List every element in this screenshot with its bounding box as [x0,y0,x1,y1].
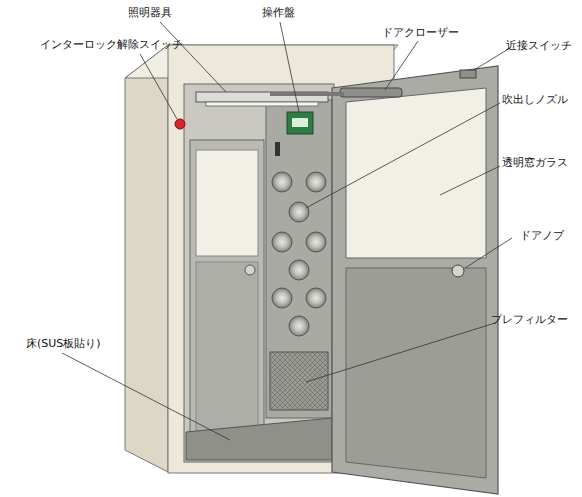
callout-label: 透明窓ガラス [502,156,568,169]
callout-label: インターロック解除スイッチ [40,38,183,51]
callout-label: 床(SUS板貼り) [26,337,101,350]
callout-label: 照明器具 [128,6,172,19]
door-panel [346,268,486,478]
interlock-button [175,119,185,129]
callout-label: 近接スイッチ [506,39,572,52]
door-knob [452,265,464,277]
callout-label: ドアノブ [520,229,564,242]
proximity-switch [460,70,476,78]
leader-lines [62,22,512,440]
control-switch [275,142,280,156]
door-glass [346,88,486,258]
callout-label: 操作盤 [262,6,295,19]
nozzles [272,172,326,336]
nozzle-wall [266,100,332,418]
cabinet-side [125,45,168,472]
door-closer [340,88,402,97]
callout-label: 吹出しノズル [502,93,568,106]
control-panel-sign [292,118,308,127]
callout-label: ドアクローザー [382,26,459,39]
door-closer-arm [270,92,344,96]
callout-label: プレフィルター [491,313,568,326]
far-door-panel [196,262,258,432]
light-tube [206,102,318,106]
control-panel [287,112,313,134]
far-door-knob [245,265,255,275]
open-door [332,66,498,494]
far-door-glass [196,150,258,256]
prefilter [270,352,328,410]
far-door [190,140,264,440]
floor [186,418,332,460]
opening [184,84,334,462]
